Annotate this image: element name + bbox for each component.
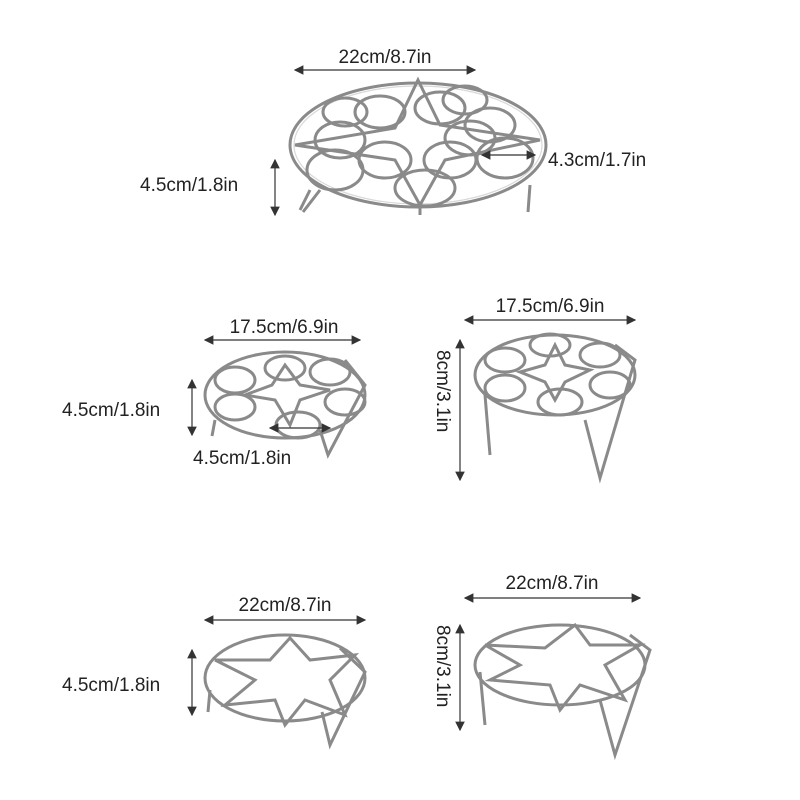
large-egg-rack — [288, 76, 548, 215]
small-tall-height-label: 8cm/3.1in — [432, 350, 453, 433]
small-egg-rack-tall — [473, 332, 637, 484]
large-rack-height-label: 4.5cm/1.8in — [140, 175, 239, 196]
small-short-width-label: 17.5cm/6.9in — [229, 317, 339, 338]
star-tall-width-label: 22cm/8.7in — [505, 573, 599, 594]
star-short-height-label: 4.5cm/1.8in — [62, 675, 161, 696]
star-short-width-label: 22cm/8.7in — [238, 595, 332, 616]
small-tall-width-label: 17.5cm/6.9in — [495, 296, 605, 317]
large-rack-slot-label: 4.3cm/1.7in — [548, 150, 647, 171]
small-short-height-label: 4.5cm/1.8in — [62, 400, 161, 421]
star-trivet-short — [203, 633, 367, 750]
small-egg-rack-short — [203, 350, 367, 459]
dimension-arrows — [187, 65, 642, 732]
star-trivet-tall — [473, 622, 652, 761]
small-short-slot-label: 4.5cm/1.8in — [193, 448, 292, 469]
large-rack-width-label: 22cm/8.7in — [338, 47, 432, 68]
star-tall-height-label: 8cm/3.1in — [432, 625, 453, 708]
